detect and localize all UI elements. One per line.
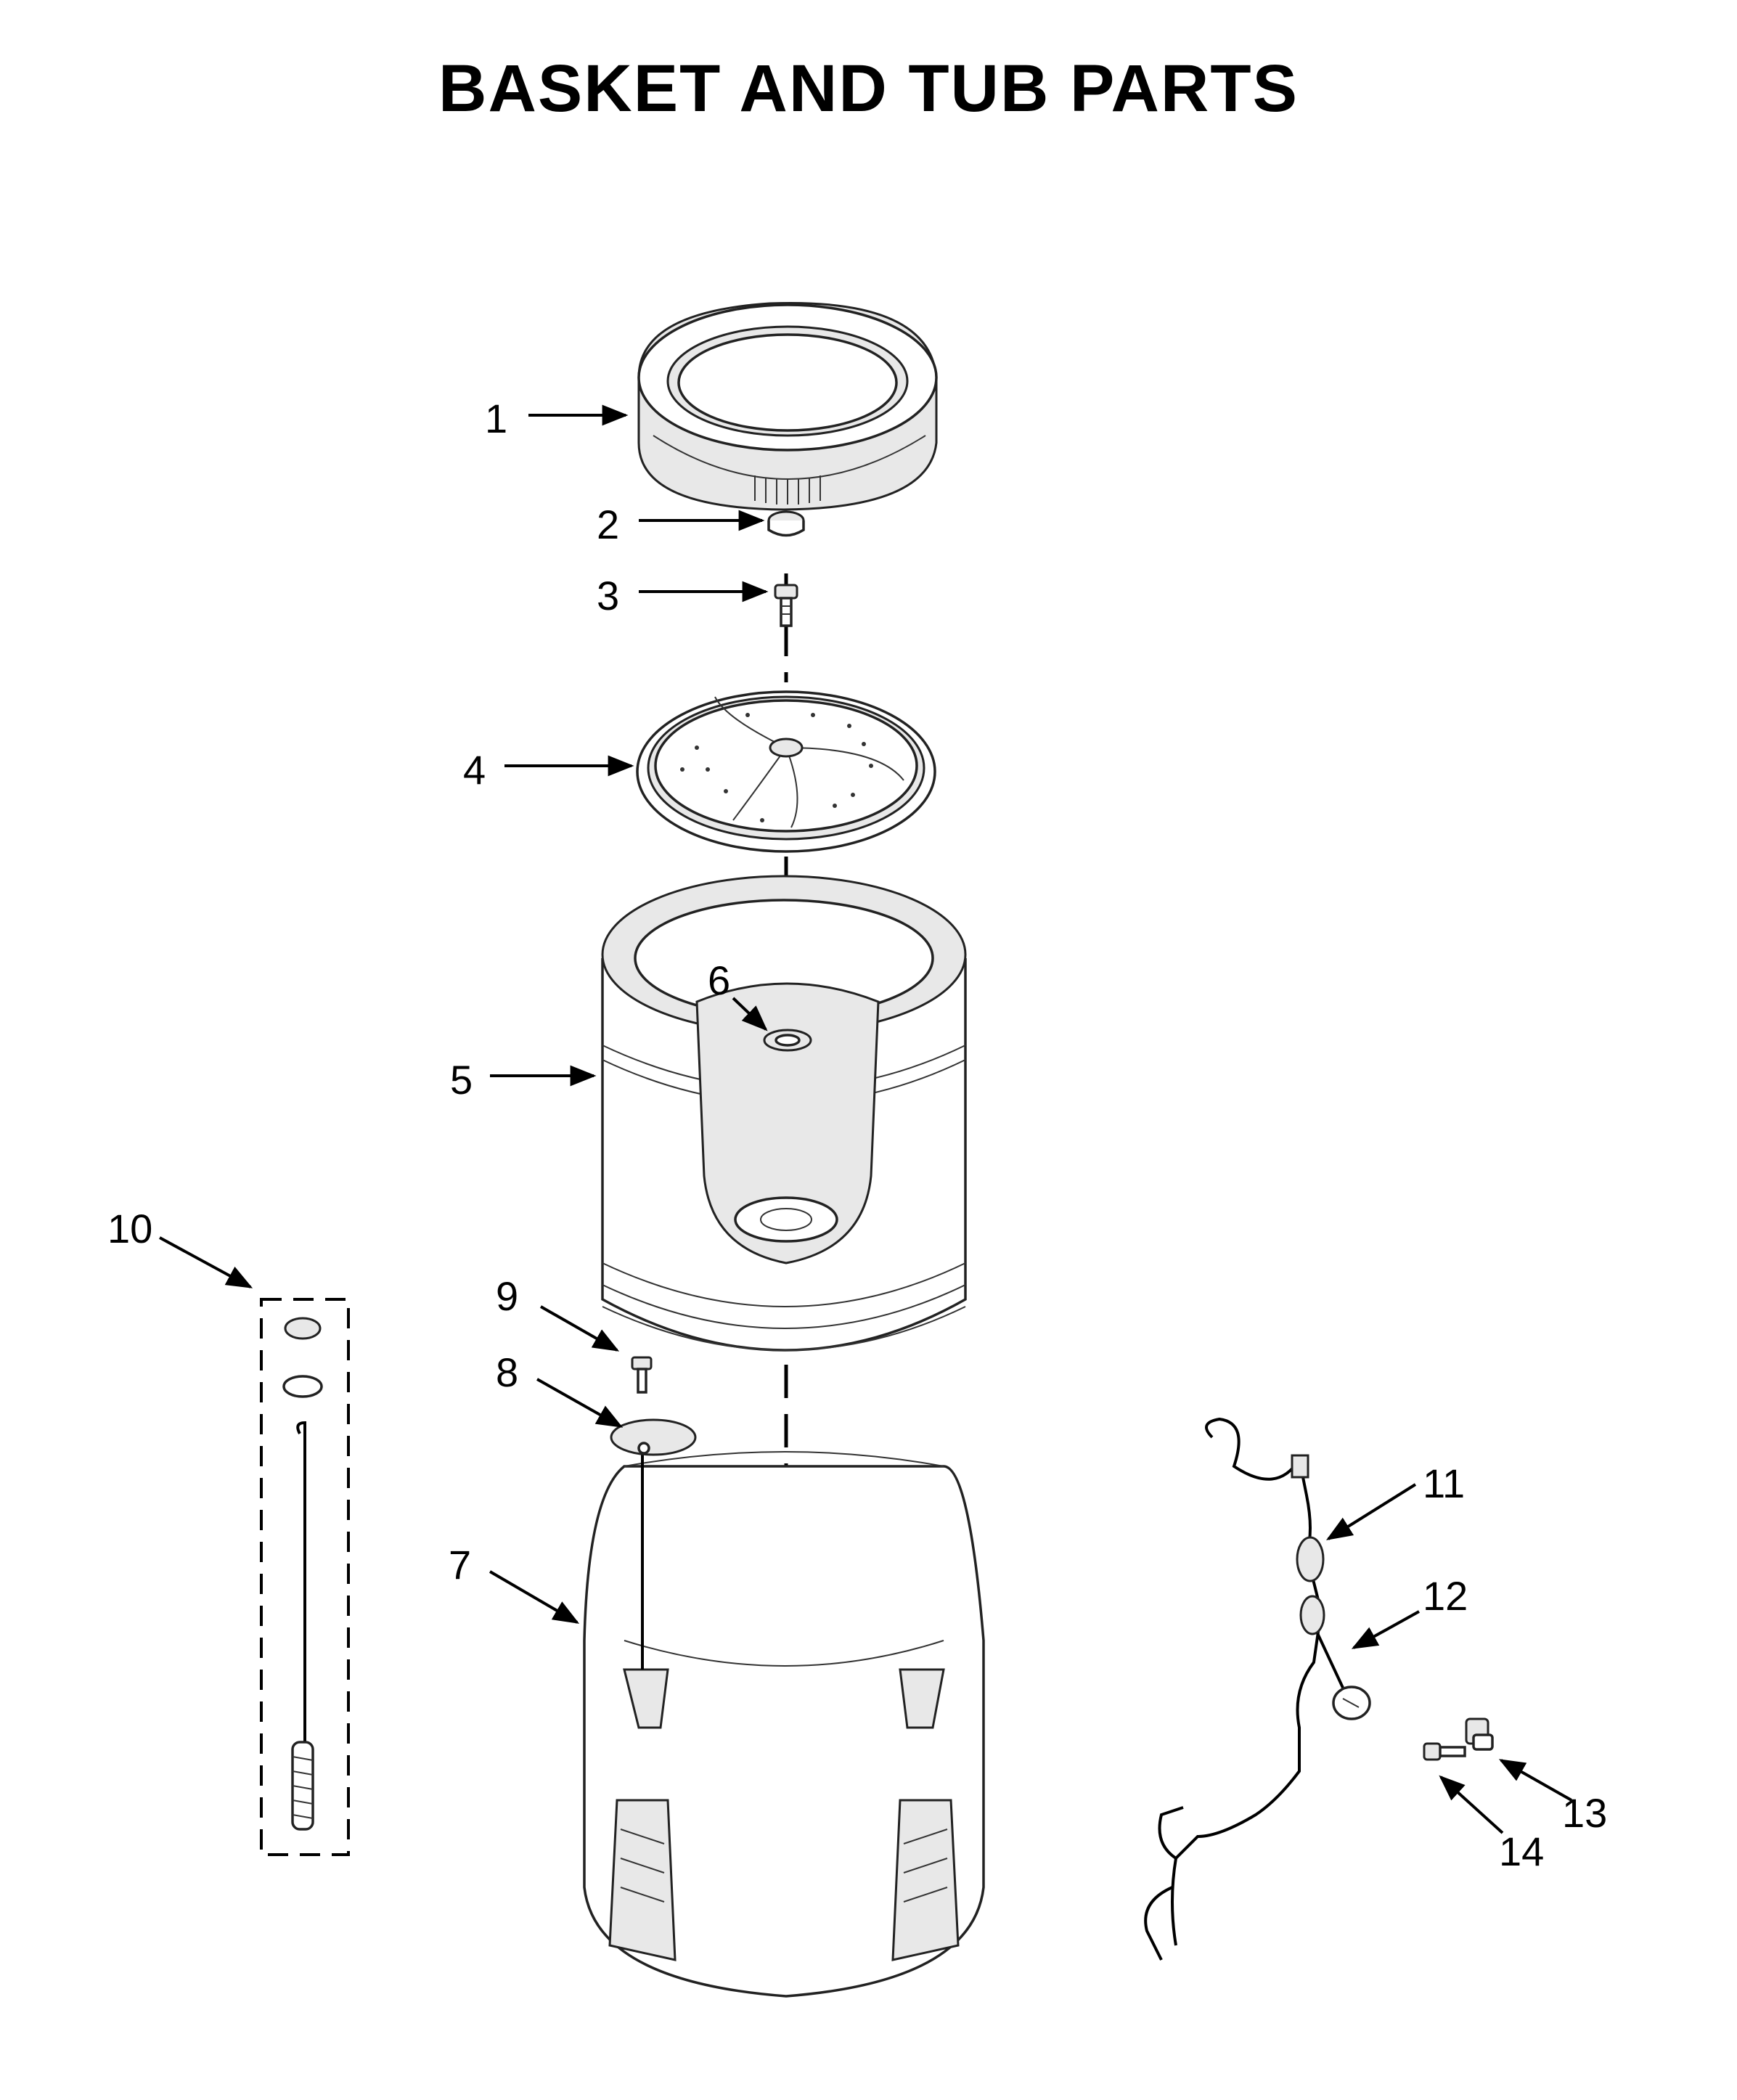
arrow-icon xyxy=(1351,1610,1420,1649)
callout-labels: 1 2 3 4 5 6 7 8 9 10 11 12 13 14 xyxy=(107,396,1607,1874)
clip-part[interactable] xyxy=(1465,1717,1494,1751)
callout-2: 2 xyxy=(597,502,619,547)
callout-5: 5 xyxy=(450,1057,473,1103)
callout-7: 7 xyxy=(449,1542,471,1588)
callout-12: 12 xyxy=(1423,1573,1468,1619)
arrow-icon xyxy=(536,1378,624,1428)
basket-part[interactable] xyxy=(601,875,967,1352)
callout-11: 11 xyxy=(1423,1460,1465,1506)
leader-arrows xyxy=(159,404,1572,1834)
callout-1: 1 xyxy=(485,396,507,441)
hub-seal-part[interactable] xyxy=(763,1029,812,1052)
arrow-icon xyxy=(489,1570,580,1624)
callout-4: 4 xyxy=(463,747,486,793)
bolt-part[interactable] xyxy=(774,584,798,627)
arrow-icon xyxy=(1439,1775,1504,1834)
screw-part[interactable] xyxy=(631,1356,653,1394)
arrow-icon xyxy=(1498,1759,1572,1802)
impeller-part[interactable] xyxy=(636,690,936,853)
cap-part[interactable] xyxy=(767,510,805,537)
arrow-icon xyxy=(732,997,768,1031)
sensor-part[interactable] xyxy=(1316,1633,1371,1720)
callout-3: 3 xyxy=(597,573,619,618)
screw-part-14[interactable] xyxy=(1423,1742,1466,1761)
suspension-rod-kit-part[interactable] xyxy=(260,1298,350,1856)
callout-13: 13 xyxy=(1562,1790,1607,1836)
callout-14: 14 xyxy=(1499,1829,1544,1874)
page-title: BASKET AND TUB PARTS xyxy=(438,52,1299,126)
arrow-icon xyxy=(540,1305,620,1352)
bracket-plate-part[interactable] xyxy=(610,1418,697,1456)
callout-10: 10 xyxy=(107,1206,152,1251)
callout-8: 8 xyxy=(496,1349,518,1395)
balance-ring-part[interactable] xyxy=(637,301,938,511)
wire-harness-part[interactable] xyxy=(1144,1417,1325,1961)
arrow-icon xyxy=(159,1236,253,1288)
callout-9: 9 xyxy=(496,1273,518,1319)
tub-part[interactable] xyxy=(583,1451,985,1998)
callout-6: 6 xyxy=(708,957,730,1003)
arrow-icon xyxy=(1325,1483,1417,1540)
